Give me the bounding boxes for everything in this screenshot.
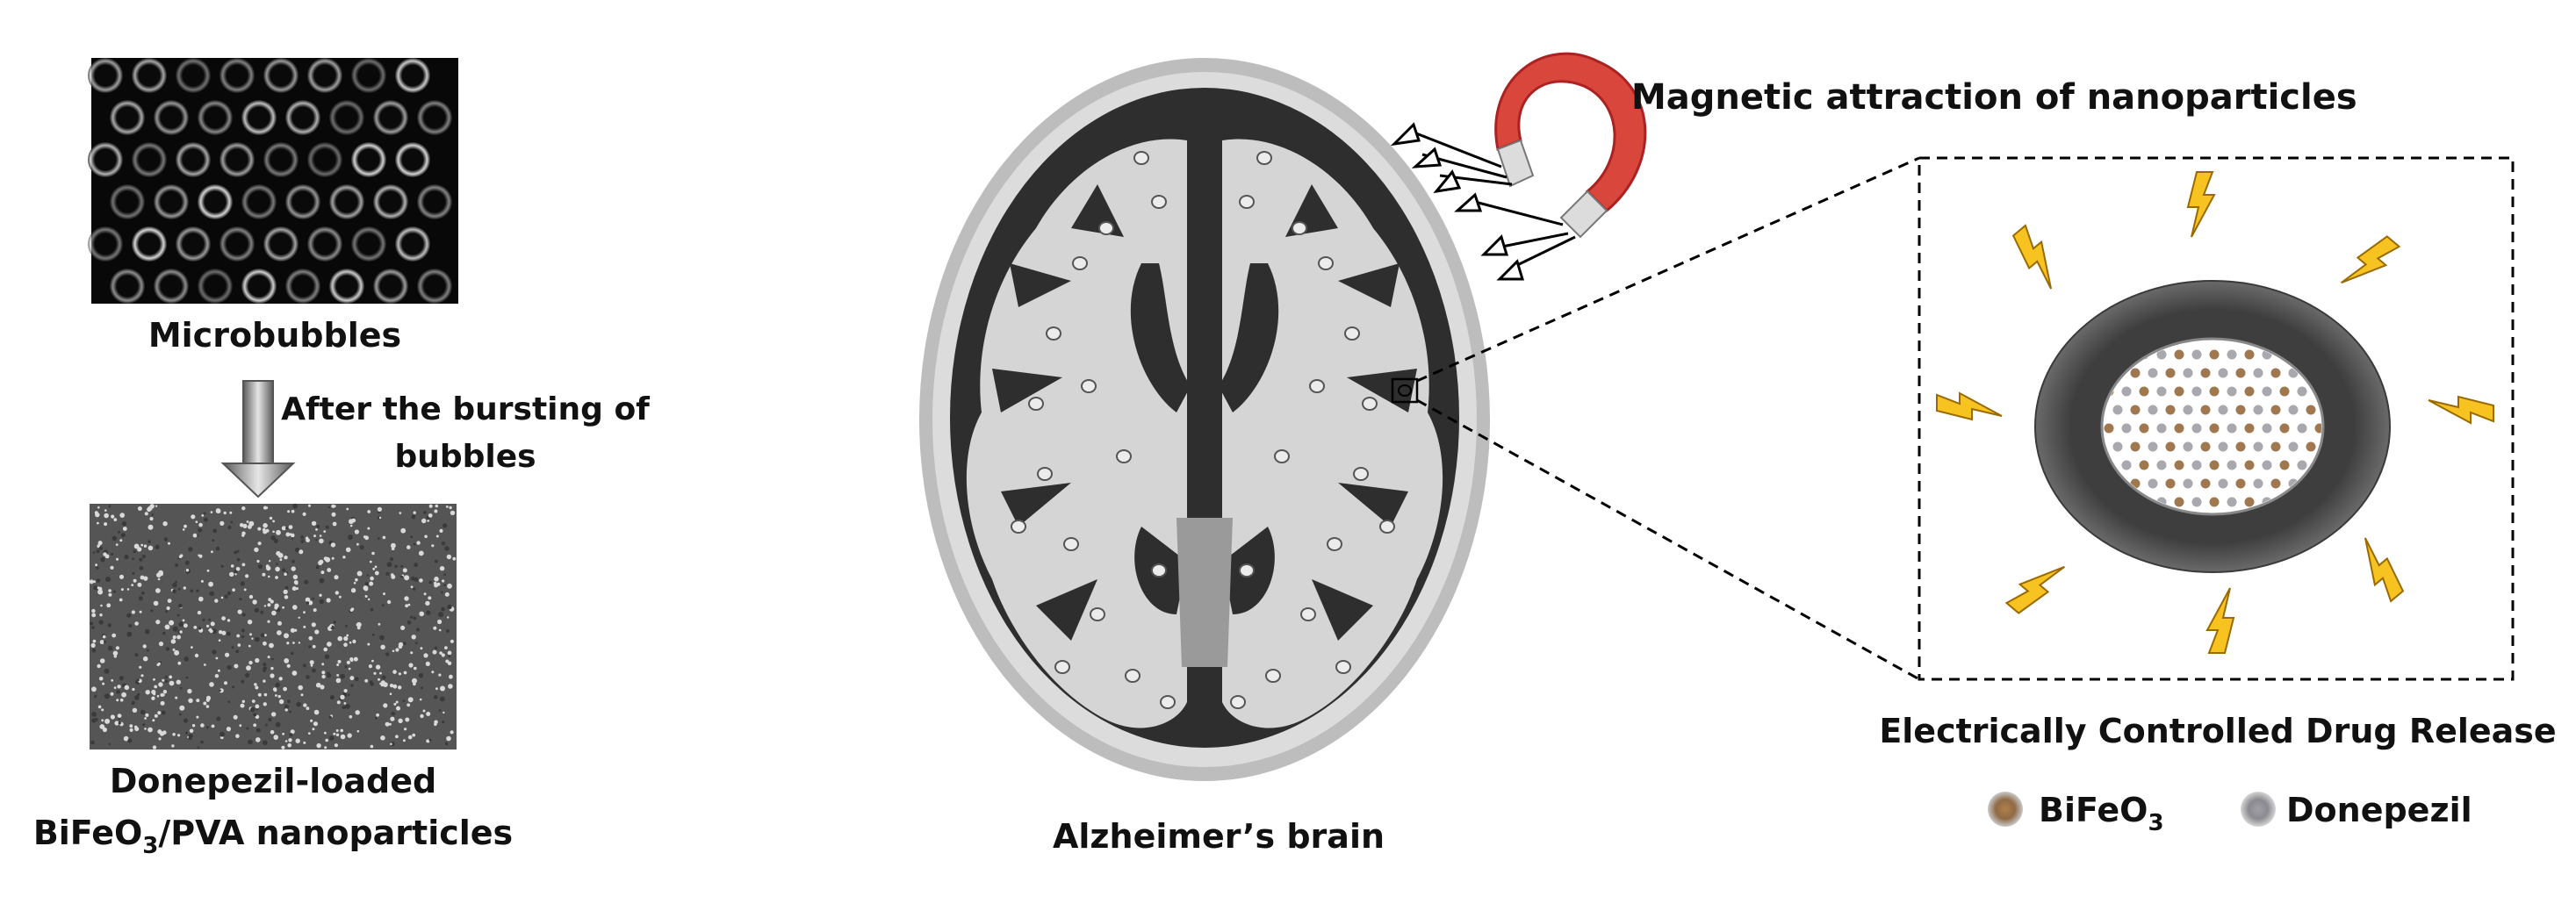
bursting-label-line1: After the bursting of <box>281 391 650 427</box>
microbubbles-label: Microbubbles <box>148 316 401 355</box>
down-arrow-icon <box>220 380 296 498</box>
donepezil-swatch-icon <box>2241 792 2276 827</box>
microbubbles-micrograph <box>88 58 458 304</box>
legend-item-donepezil: Donepezil <box>2241 791 2472 829</box>
magnet-label: Magnetic attraction of nanoparticles <box>1631 77 2357 118</box>
svg-text:BiFeO3: BiFeO3 <box>2039 791 2164 836</box>
nanoparticles-label-line2: BiFeO3/PVA nanoparticles <box>33 814 513 859</box>
bifeo3-swatch-icon <box>1988 792 2023 827</box>
release-label: Electrically Controlled Drug Release <box>1879 712 2556 750</box>
brain-illustration <box>919 58 1490 781</box>
lightning-bolts <box>1936 171 2494 654</box>
nanoparticle-illustration <box>2034 280 2391 573</box>
brain-label: Alzheimer’s brain <box>1053 817 1385 856</box>
nanoparticles-label-line1: Donepezil-loaded <box>110 762 436 800</box>
zoom-marker <box>1391 377 1419 404</box>
zoom-lines <box>1416 156 1920 681</box>
horseshoe-magnet-icon <box>1390 52 1647 281</box>
bursting-label-line2: bubbles <box>394 439 536 475</box>
legend-item-bifeo3: BiFeO3 <box>1988 791 2164 836</box>
svg-text:Donepezil: Donepezil <box>2286 791 2472 829</box>
nanoparticles-micrograph <box>89 503 457 749</box>
legend: BiFeO3 Donepezil <box>1988 791 2472 836</box>
